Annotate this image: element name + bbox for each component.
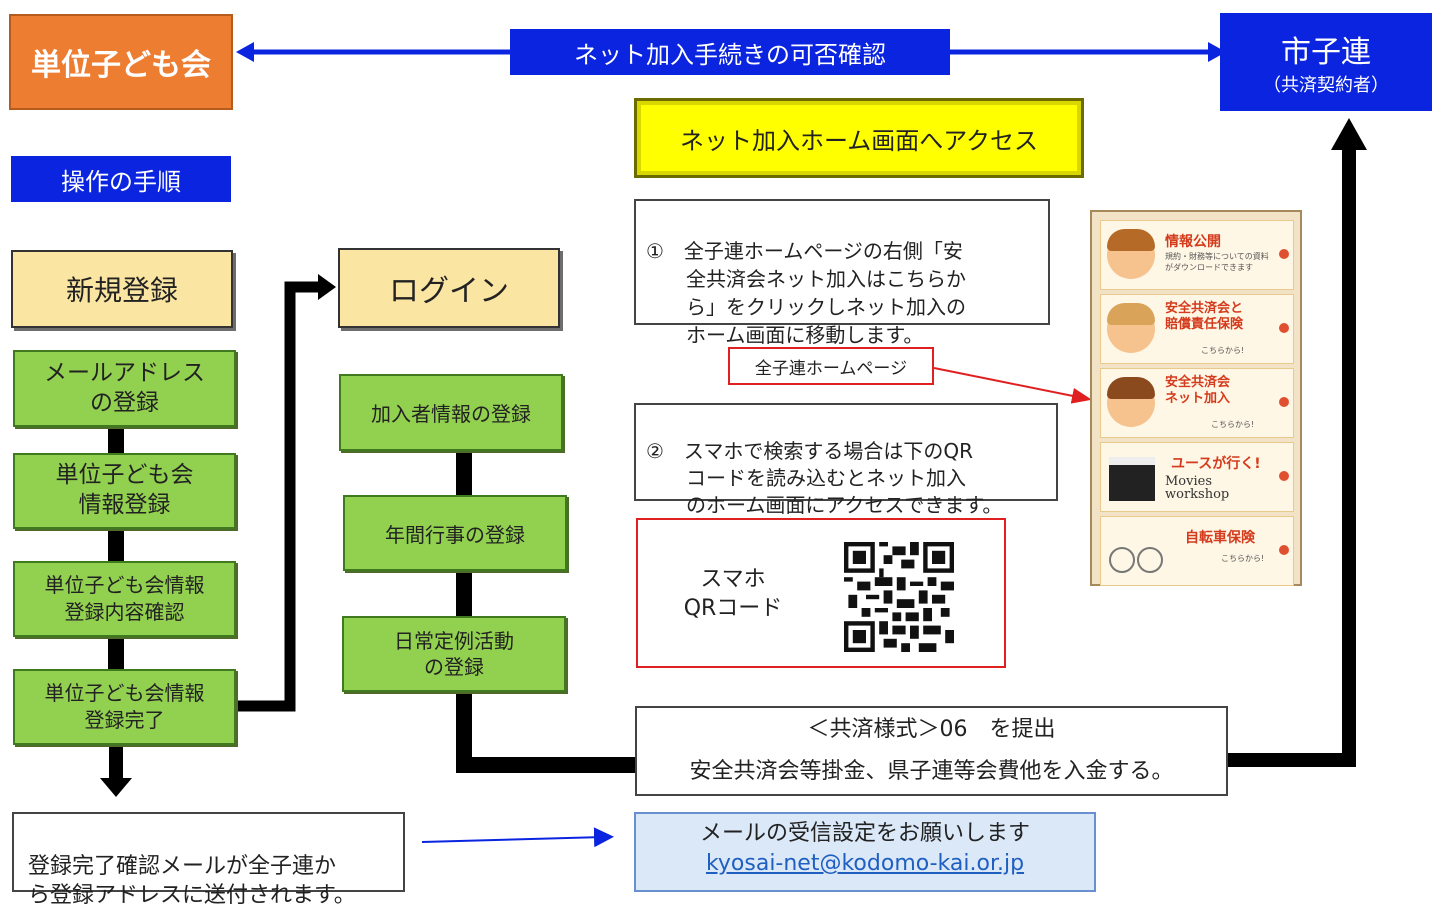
- access-title-label: ネット加入ホーム画面へアクセス: [679, 126, 1039, 155]
- top-arrow-left: [236, 42, 254, 62]
- mail-setting-box: メールの受信設定をお願いします kyosai-net@kodomo-kai.or…: [634, 812, 1096, 892]
- mail-pointer: [421, 827, 614, 848]
- banner-safety-title: 安全共済会と 賠償責任保険: [1165, 301, 1244, 332]
- child-hair-icon: [1107, 303, 1155, 325]
- banner-arrow-icon: [1279, 249, 1289, 259]
- city-assoc-sub: （共済契約者）: [1263, 75, 1389, 96]
- banner-safety-sub: こちらから!: [1201, 346, 1245, 355]
- banner-arrow-icon: [1279, 471, 1289, 481]
- left-step-4: 単位子ども会情報 登録完了: [13, 669, 236, 745]
- banner-youth[interactable]: ユースが行く! Movies workshop: [1100, 442, 1294, 512]
- left-step-1-label: メールアドレス の登録: [44, 359, 205, 416]
- qr-label: スマホ QRコード: [683, 567, 783, 621]
- top-arrow-right: [1208, 42, 1226, 62]
- mid-step-2-label: 年間行事の登録: [385, 522, 525, 547]
- mid-step-1-label: 加入者情報の登録: [371, 402, 531, 426]
- submit-line-1: ＜共済様式＞06 を提出: [807, 717, 1056, 743]
- banner-youth-title: ユースが行く!: [1171, 456, 1261, 472]
- left-step-3-label: 単位子ども会情報 登録内容確認: [44, 573, 205, 624]
- homepage-label-box: 全子連ホームページ: [728, 347, 934, 385]
- connectors: [100, 42, 1367, 848]
- left-step-1: メールアドレス の登録: [13, 350, 236, 427]
- mid-step-2: 年間行事の登録: [343, 495, 567, 571]
- submit-box: ＜共済様式＞06 を提出 安全共済会等掛金、県子連等会費他を入金する。: [635, 706, 1228, 796]
- homepage-label: 全子連ホームページ: [754, 358, 908, 379]
- homepage-pointer: [933, 367, 1092, 404]
- check-banner-label: ネット加入手続きの可否確認: [574, 40, 886, 69]
- left-connector-3: [108, 636, 124, 670]
- mail-setting-line: メールの受信設定をお願いします: [699, 821, 1030, 847]
- banner-net-join-sub: こちらから!: [1211, 420, 1255, 429]
- confirm-mail-text: 登録完了確認メールが全子連か ら登録アドレスに送付されます。: [28, 853, 356, 909]
- access-note-1-text: ① 全子連ホームページの右側「安 全共済会ネット加入はこちらか ら」をクリックし…: [646, 239, 966, 347]
- left-connector-1: [108, 426, 124, 454]
- left-connector-2: [108, 528, 124, 562]
- banner-arrow-icon: [1279, 397, 1289, 407]
- login-title: ログイン: [338, 248, 560, 328]
- new-registration-label: 新規登録: [65, 274, 178, 307]
- banner-net-join[interactable]: 安全共済会 ネット加入 こちらから!: [1100, 368, 1294, 438]
- clapperboard-icon: [1109, 457, 1155, 501]
- child-hair-icon: [1107, 377, 1155, 399]
- login-label: ログイン: [389, 274, 509, 309]
- down-arrow-head: [100, 778, 132, 797]
- city-assoc-label: 市子連: [1281, 35, 1371, 70]
- city-connector: [1228, 150, 1356, 767]
- access-title: ネット加入ホーム画面へアクセス: [634, 98, 1084, 178]
- mid-step-1: 加入者情報の登録: [339, 374, 563, 451]
- mid-step-3-label: 日常定例活動 の登録: [394, 629, 514, 679]
- banner-arrow-icon: [1279, 545, 1289, 555]
- login-connector: [238, 281, 320, 712]
- mid-connector-2: [456, 570, 472, 616]
- banner-arrow-icon: [1279, 323, 1289, 333]
- submit-connector: [456, 692, 636, 773]
- banner-bicycle[interactable]: 自転車保険 こちらから!: [1100, 516, 1294, 586]
- unit-club-label: 単位子ども会: [31, 48, 211, 83]
- check-banner: ネット加入手続きの可否確認: [510, 29, 950, 75]
- banner-info-title: 情報公開: [1165, 234, 1221, 250]
- city-assoc-box: 市子連 （共済契約者）: [1220, 13, 1432, 111]
- procedure-label-text: 操作の手順: [61, 167, 181, 196]
- unit-club-box: 単位子ども会: [9, 14, 233, 110]
- login-arrow-head: [318, 274, 336, 300]
- qr-panel: スマホ QRコード: [636, 518, 1006, 668]
- access-note-1: ① 全子連ホームページの右側「安 全共済会ネット加入はこちらか ら」をクリックし…: [634, 199, 1050, 347]
- left-step-3: 単位子ども会情報 登録内容確認: [13, 561, 236, 637]
- city-arrow-head: [1331, 118, 1367, 150]
- access-note-2-text: ② スマホで検索する場合は下のQR コードを読み込むとネット加入 のホーム画面に…: [646, 439, 1003, 517]
- confirm-mail-box: 登録完了確認メールが全子連か ら登録アドレスに送付されます。: [12, 812, 405, 908]
- left-step-2-label: 単位子ども会 情報登録: [55, 462, 194, 518]
- mail-setting-email[interactable]: kyosai-net@kodomo-kai.or.jp: [705, 851, 1025, 876]
- mid-connector-1: [456, 450, 472, 496]
- banner-info[interactable]: 情報公開 規約・財務等についての資料がダウンロードできます: [1100, 220, 1294, 290]
- banner-youth-sub: Movies workshop: [1165, 474, 1230, 502]
- child-hair-icon: [1107, 229, 1155, 251]
- procedure-label: 操作の手順: [11, 156, 231, 202]
- banner-bicycle-title: 自転車保険: [1185, 530, 1255, 546]
- new-registration-title: 新規登録: [11, 250, 233, 328]
- access-note-2: ② スマホで検索する場合は下のQR コードを読み込むとネット加入 のホーム画面に…: [634, 403, 1058, 517]
- banner-net-join-title: 安全共済会 ネット加入: [1165, 375, 1231, 406]
- bicycle-icon: [1109, 547, 1135, 573]
- qr-code-icon[interactable]: [844, 542, 954, 652]
- banner-bicycle-sub: こちらから!: [1221, 554, 1265, 563]
- bicycle-icon-wheel: [1137, 547, 1163, 573]
- left-step-2: 単位子ども会 情報登録: [13, 453, 236, 529]
- banner-safety[interactable]: 安全共済会と 賠償責任保険 こちらから!: [1100, 294, 1294, 364]
- homepage-sidebar: 情報公開 規約・財務等についての資料がダウンロードできます 安全共済会と 賠償責…: [1090, 210, 1302, 586]
- banner-info-sub: 規約・財務等についての資料がダウンロードできます: [1165, 252, 1269, 272]
- submit-line-2: 安全共済会等掛金、県子連等会費他を入金する。: [689, 759, 1174, 784]
- mid-step-3: 日常定例活動 の登録: [342, 616, 566, 692]
- left-step-4-label: 単位子ども会情報 登録完了: [44, 681, 205, 732]
